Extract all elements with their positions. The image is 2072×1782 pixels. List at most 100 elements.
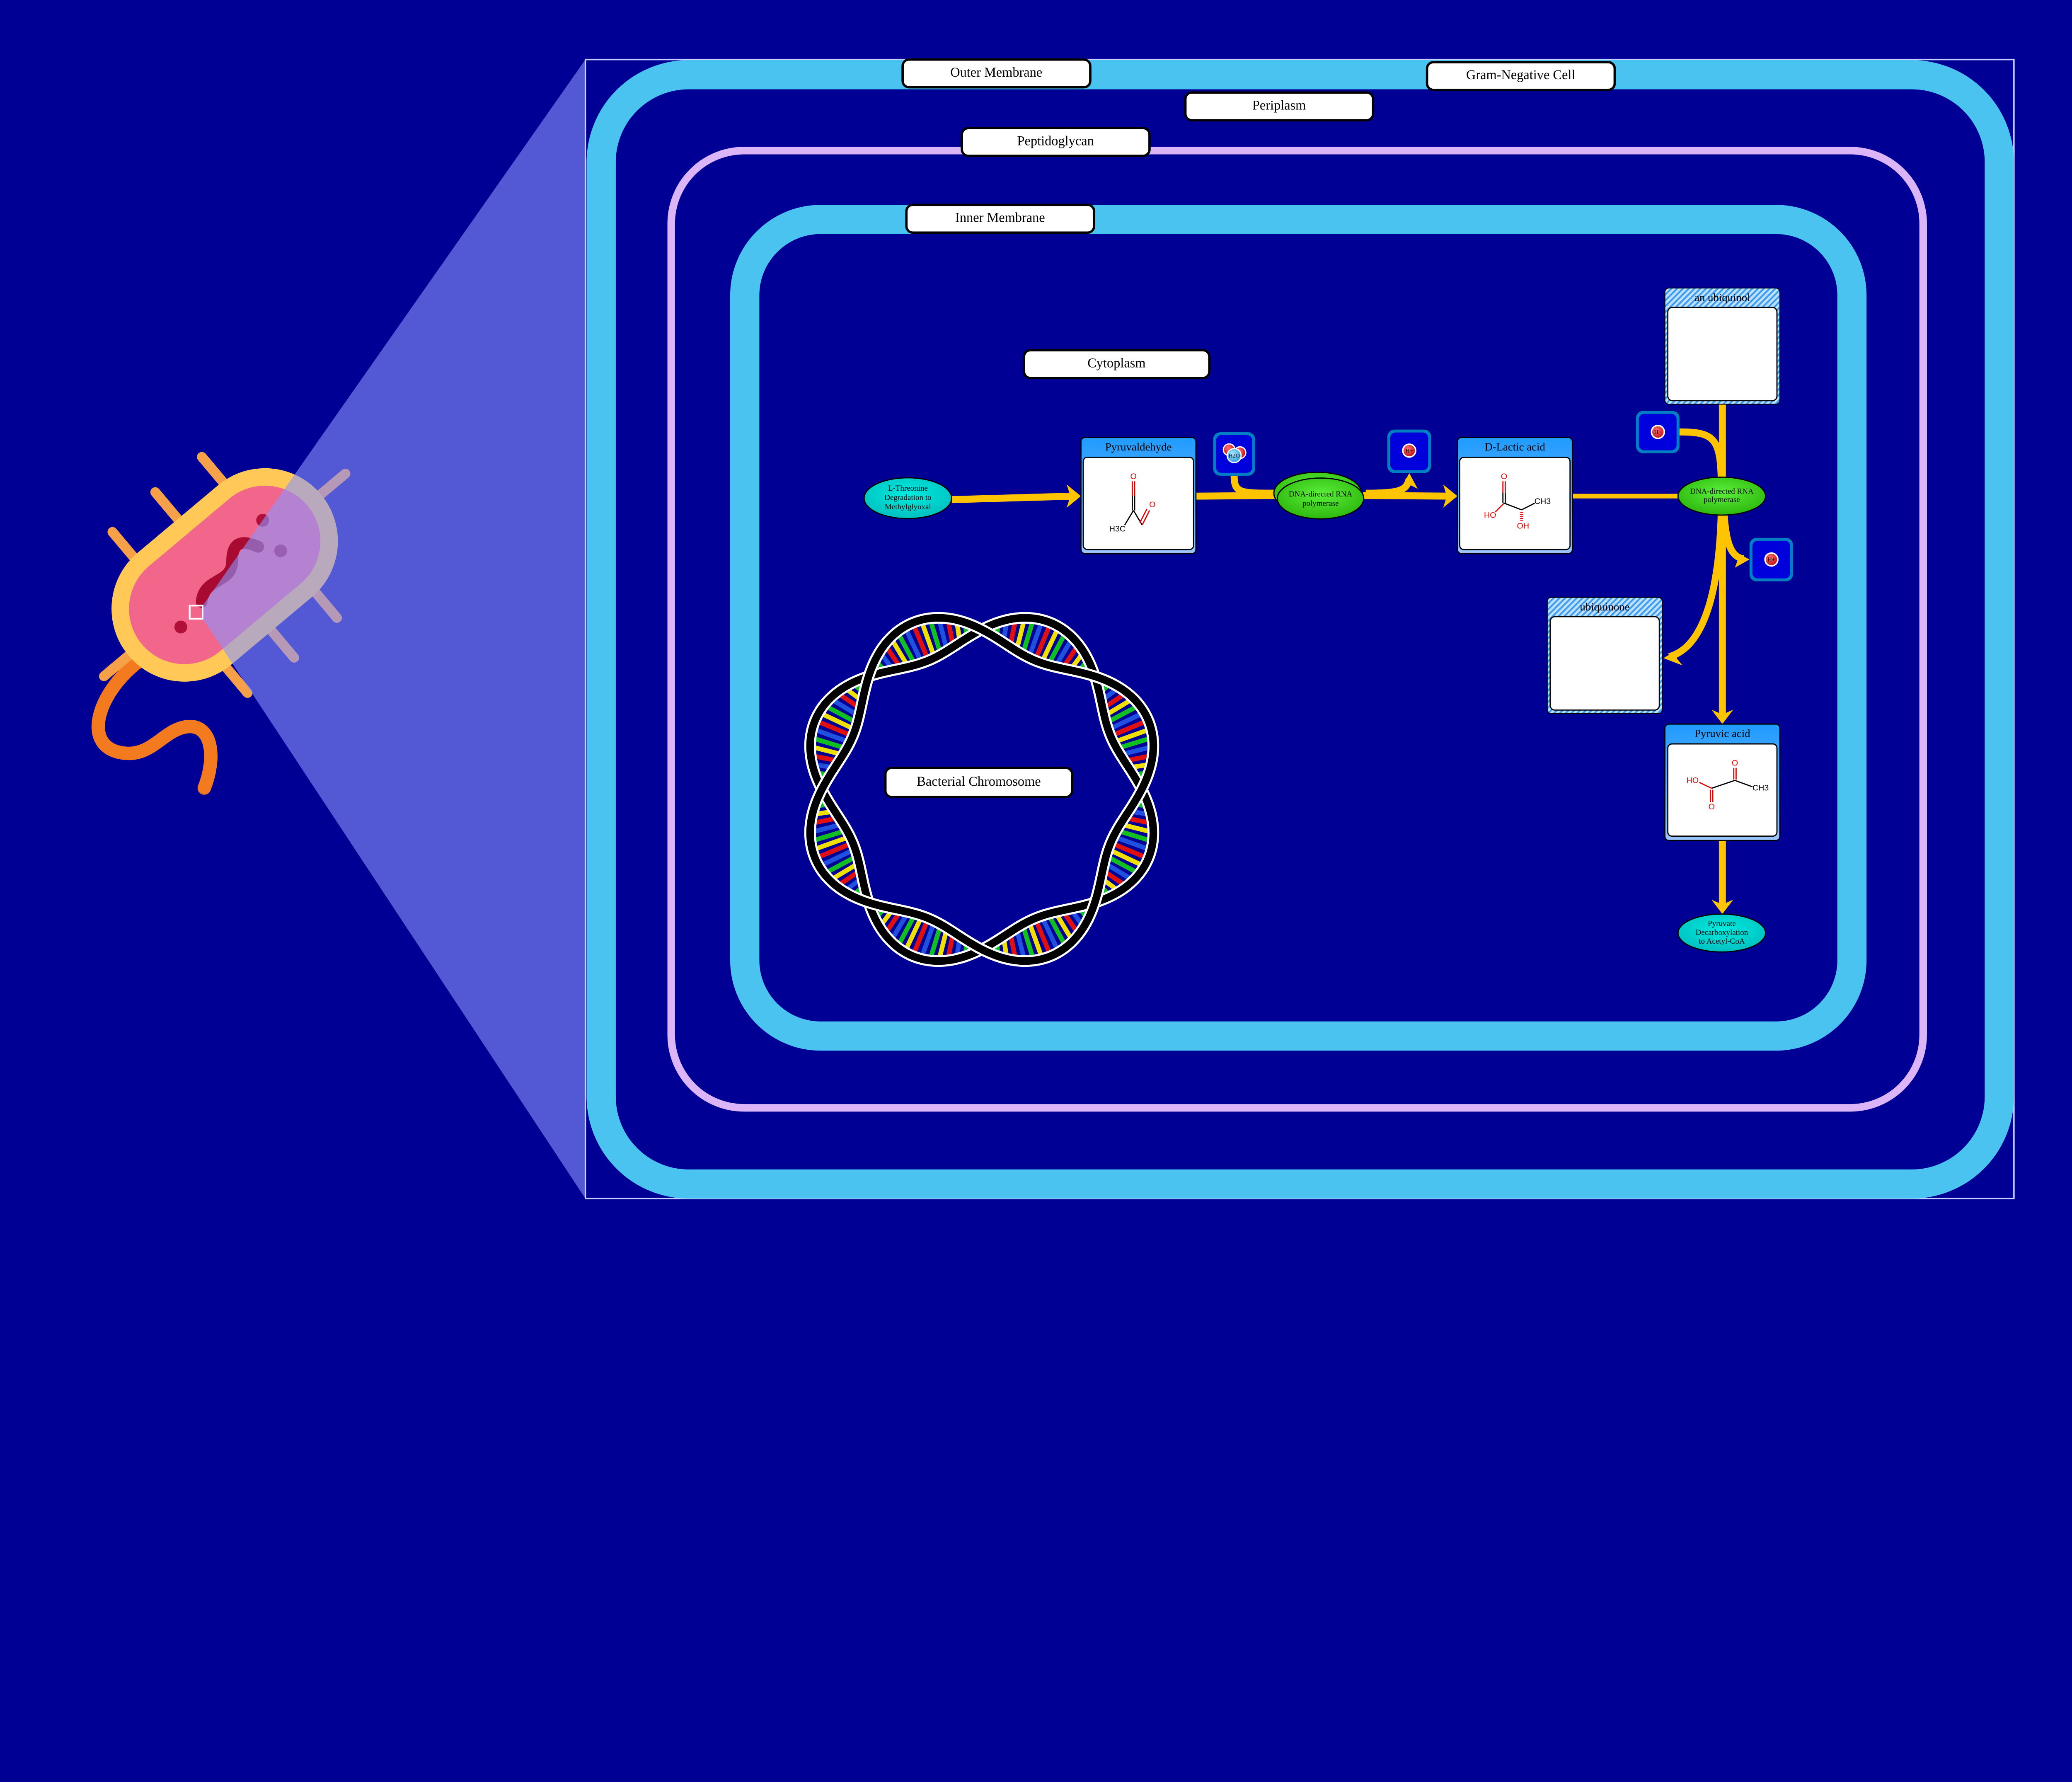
base-pair (1039, 625, 1061, 664)
water-badge[interactable]: H2O (1213, 432, 1255, 476)
label-peptidoglycan[interactable]: Peptidoglycan (961, 127, 1151, 157)
metabolite-an-ubiquinol[interactable]: an ubiquinol (1664, 288, 1781, 405)
base-pair (1105, 703, 1141, 725)
arrowhead (1401, 473, 1418, 489)
base-pair (1046, 630, 1068, 666)
label-text: Gram-Negative Cell (1466, 68, 1575, 82)
proton-icon (1402, 443, 1416, 458)
base-pair (903, 625, 924, 664)
proton-badge-1[interactable]: H+ (1387, 429, 1431, 473)
base-pair (1020, 617, 1036, 655)
atom-label: O (1709, 802, 1715, 811)
base-pair (895, 630, 917, 666)
proton-icon (1764, 552, 1779, 567)
structure-pyruvic-acid: O HO O CH3 (1687, 758, 1769, 811)
base-pair (1107, 847, 1145, 869)
arrowhead (1443, 484, 1457, 508)
base-pair (1046, 913, 1068, 949)
label-outer-membrane[interactable]: Outer Membrane (901, 58, 1092, 89)
structure-pyruvaldehyde: O O H3C (1109, 472, 1156, 534)
inset-frame (584, 58, 2015, 1200)
atom-label: H3C (1109, 525, 1126, 534)
arrowhead (1066, 484, 1081, 508)
metabolite-title: D-Lactic acid (1484, 441, 1545, 453)
pathway-link-pyruvate-decarboxylation[interactable]: Pyruvate Decarboxylation to Acetyl-CoA (1677, 913, 1766, 953)
proton-badge-2[interactable]: H+ (1636, 411, 1680, 453)
base-pair (818, 847, 857, 869)
label-text: Peptidoglycan (1017, 133, 1094, 148)
inner-membrane (730, 205, 1867, 1051)
atom-label: HO (1484, 511, 1496, 520)
atom-label: O (1149, 500, 1155, 509)
proton-badge-3[interactable]: H+ (1749, 538, 1793, 581)
base-pair (818, 710, 857, 732)
label-inner-membrane[interactable]: Inner Membrane (905, 203, 1095, 234)
arrowhead (1711, 900, 1733, 914)
edge-enzyme2-ubiquinone (1668, 513, 1725, 660)
flagellum (91, 656, 218, 795)
metabolite-d-lactic-acid[interactable]: D-Lactic acid O HO CH3 OH (1457, 437, 1573, 554)
label-cytoplasm[interactable]: Cytoplasm (1023, 349, 1211, 379)
atom-label: O (1732, 758, 1738, 768)
base-pair (919, 920, 937, 960)
atom-label: OH (1517, 522, 1530, 531)
arrowhead (1663, 648, 1682, 666)
pathway-text: Pyruvate (1708, 920, 1736, 928)
base-pair (910, 622, 931, 662)
base-pair (811, 726, 851, 745)
enzyme-dna-directed-rna-polymerase-2[interactable]: DNA-directed RNA polymerase (1677, 476, 1766, 516)
base-pair (810, 828, 847, 844)
proton-label: H+ (1406, 448, 1413, 454)
enzyme-dna-directed-rna-polymerase-1[interactable]: DNA-directed RNA polymerase (1273, 472, 1365, 520)
label-bacterial-chromosome[interactable]: Bacterial Chromosome (884, 766, 1074, 799)
label-periplasm[interactable]: Periplasm (1184, 91, 1375, 121)
base-pair (1116, 735, 1154, 751)
pathway-text: to Acetyl-CoA (1699, 937, 1745, 946)
metabolite-pyruvaldehyde[interactable]: Pyruvaldehyde O O H3C (1080, 437, 1197, 554)
pathway-link-threonine-degradation[interactable]: L-Threonine Degradation to Methylglyoxal (863, 477, 952, 519)
base-pair (919, 619, 937, 659)
dna-strand (806, 614, 1157, 965)
edge-water-enzyme1 (1230, 475, 1276, 497)
label-text: Inner Membrane (955, 211, 1045, 225)
base-pair (895, 913, 917, 949)
arrowhead (1735, 551, 1750, 568)
base-pair (823, 703, 859, 725)
atom-label: CH3 (1535, 497, 1551, 506)
proton-label: H+ (1654, 429, 1662, 436)
base-pair (927, 617, 943, 655)
base-pair (810, 735, 847, 751)
nucleoid (196, 537, 264, 608)
outer-membrane (586, 60, 2014, 1199)
pathway-text: Degradation to (884, 493, 931, 502)
enzyme-text: DNA-directed RNA (1289, 490, 1353, 499)
base-pair (1033, 622, 1053, 662)
label-gram-negative-cell[interactable]: Gram-Negative Cell (1426, 61, 1616, 91)
metabolite-ubiquinone[interactable]: ubiquinone (1547, 597, 1663, 714)
atom-label: O (1501, 472, 1507, 481)
atom-label: O (1130, 472, 1137, 481)
label-text: Periplasm (1252, 98, 1306, 113)
base-pair (1105, 854, 1141, 876)
metabolite-pyruvic-acid[interactable]: Pyruvic acid O HO O CH3 (1664, 723, 1781, 841)
metabolite-title: an ubiquinol (1694, 291, 1750, 304)
edge-proton2-enzyme2 (1679, 428, 1725, 479)
pathway-canvas: Outer Membrane Gram-Negative Cell Peripl… (91, 58, 2015, 1200)
reaction-edges (951, 404, 1750, 914)
base-pair (1107, 710, 1145, 732)
bacterial-chromosome (804, 612, 1159, 967)
hydrogen-atom-icon (1226, 448, 1242, 463)
atom-label: CH3 (1752, 783, 1769, 792)
base-pair (811, 834, 851, 852)
base-pair (814, 718, 854, 738)
base-pair (814, 840, 854, 861)
base-pair (1020, 924, 1036, 961)
enzyme-text: polymerase (1704, 495, 1740, 504)
label-text: Cytoplasm (1087, 356, 1145, 370)
metabolite-title: Pyruvaldehyde (1105, 441, 1172, 453)
base-pair (1112, 726, 1152, 745)
enzyme-text: DNA-directed RNA (1690, 487, 1754, 496)
arrowhead (1711, 709, 1733, 724)
proton-label: H+ (1768, 557, 1775, 563)
edge-threonine-pyruvaldehyde (951, 492, 1074, 504)
